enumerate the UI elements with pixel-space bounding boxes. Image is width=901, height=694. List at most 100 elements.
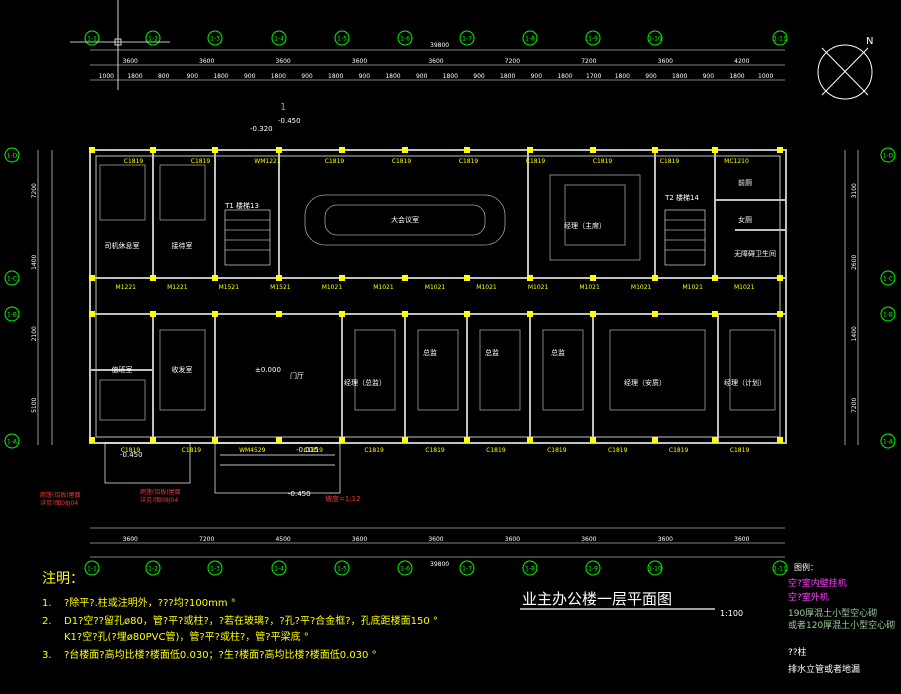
- axis-top-bubble: [334, 30, 350, 46]
- axis-bottom-label: 1-6: [400, 566, 410, 573]
- door-label: C1819: [669, 447, 689, 454]
- door-label: WM4529: [239, 447, 266, 454]
- axis-top-bubble: [459, 30, 475, 46]
- column: [276, 147, 282, 153]
- axis-left-bubble: [4, 306, 20, 322]
- column: [402, 311, 408, 317]
- column: [150, 147, 156, 153]
- column: [212, 275, 218, 281]
- axis-bottom-bubble: [397, 560, 413, 576]
- dim-top-detail: 1800: [729, 73, 744, 80]
- axis-bottom-label: 1-10: [648, 566, 662, 573]
- door-label: C1819: [730, 447, 750, 454]
- dim-top-detail: 1000: [99, 73, 114, 80]
- axis-left-label: 1-C: [7, 276, 17, 283]
- axis-bottom-bubble: [647, 560, 663, 576]
- overall-dim-bottom: 39800: [430, 561, 449, 568]
- dim-top-detail: 1800: [328, 73, 343, 80]
- door-label: C1819: [459, 158, 479, 165]
- column: [527, 437, 533, 443]
- axis-left-bubble: [4, 270, 20, 286]
- entrance-ramp: [104, 442, 341, 494]
- column: [464, 311, 470, 317]
- axis-left-label: 1-A: [7, 439, 18, 446]
- axis-right-label: 1-C: [883, 276, 893, 283]
- door-label: C1819: [608, 447, 628, 454]
- legend-item: 190厚混土小型空心砌: [788, 609, 878, 619]
- column: [339, 147, 345, 153]
- door-label: M1521: [270, 284, 291, 291]
- dim-top-detail: 900: [703, 73, 715, 80]
- dimension-lines: [37, 49, 859, 558]
- column: [150, 311, 156, 317]
- column: [712, 275, 718, 281]
- dim-left: 2100: [31, 326, 38, 341]
- column: [89, 437, 95, 443]
- canopy-note-2: 详见?图08J04: [40, 499, 78, 507]
- axis-top-label: 1-8: [525, 36, 535, 43]
- dim-top-detail: 900: [359, 73, 371, 80]
- dim-top-detail: 1800: [385, 73, 400, 80]
- legend-item: 或者120厚混土小型空心砌: [788, 621, 896, 631]
- axis-bottom-label: 1-4: [274, 566, 284, 573]
- door-label: M1021: [425, 284, 446, 291]
- column: [652, 275, 658, 281]
- axis-bottom-bubble: [271, 560, 287, 576]
- drawing-scale: 1:100: [720, 609, 743, 618]
- column: [464, 275, 470, 281]
- axis-top-bubble: [585, 30, 601, 46]
- room-label: T2 楼梯14: [664, 193, 699, 202]
- dim-top-bay: 7200: [581, 58, 596, 65]
- dim-bottom-bay: 3600: [658, 536, 673, 543]
- column: [652, 311, 658, 317]
- dim-bottom-bay: 3600: [428, 536, 443, 543]
- room-label: 收发室: [172, 365, 193, 374]
- dim-top-detail: 900: [301, 73, 313, 80]
- column: [777, 437, 783, 443]
- legend-item: 空?室内壁挂机: [788, 579, 847, 589]
- dim-top-detail: 1700: [586, 73, 601, 80]
- level-hall: -0.015: [296, 446, 319, 454]
- door-label: M1021: [734, 284, 755, 291]
- door-label: C1819: [547, 447, 567, 454]
- door-label: C1819: [182, 447, 202, 454]
- axis-bottom-bubble: [207, 560, 223, 576]
- building-walls: [89, 149, 787, 444]
- canopy-note-4: 详见?图08J04: [140, 496, 178, 504]
- note-item: 3.?台楼面?高均比楼?楼面低0.030；?生?楼面?高均比楼?楼面低0.030…: [42, 646, 377, 661]
- axis-top-label: 1-2: [148, 36, 158, 43]
- level-floor: ±0.000: [255, 366, 281, 374]
- dim-right: 3100: [851, 183, 858, 198]
- legend-item: ??柱: [788, 648, 807, 658]
- room-label: T1 楼梯13: [224, 201, 259, 210]
- legend-item: 排水立管或者地漏: [788, 665, 861, 675]
- room-label: 女厕: [738, 215, 752, 224]
- room-label: 司机休息室: [105, 241, 140, 250]
- axis-top-label: 1-5: [337, 36, 347, 43]
- door-label: C1819: [124, 158, 144, 165]
- column: [339, 275, 345, 281]
- axis-bottom-label: 1-1: [87, 566, 97, 573]
- level-stair: -0.450: [278, 117, 301, 125]
- level-outside-right: -0.450: [288, 490, 311, 498]
- axis-bottom-label: 1-7: [462, 566, 472, 573]
- dim-top-detail: 900: [416, 73, 428, 80]
- column: [527, 311, 533, 317]
- dim-top-detail: 900: [645, 73, 657, 80]
- door-label: M1021: [528, 284, 549, 291]
- dim-top-bay: 3600: [123, 58, 138, 65]
- room-label: 前厕: [738, 178, 752, 187]
- column: [652, 147, 658, 153]
- column: [212, 437, 218, 443]
- note-item: 2.D1?空??留孔ø80，管?平?或柱?，?若在玻璃?，?孔?平?合金框?，孔…: [42, 612, 438, 627]
- north-compass-icon: [817, 44, 873, 100]
- door-label: M1021: [631, 284, 652, 291]
- axis-bottom-label: 1-5: [337, 566, 347, 573]
- note-number: 3.: [42, 650, 52, 661]
- axis-bottom-label: 1-8: [525, 566, 535, 573]
- room-label: 经理（安质）: [624, 378, 666, 387]
- dim-top-bay: 3600: [275, 58, 290, 65]
- door-label: C1819: [593, 158, 613, 165]
- axis-top-bubble: [207, 30, 223, 46]
